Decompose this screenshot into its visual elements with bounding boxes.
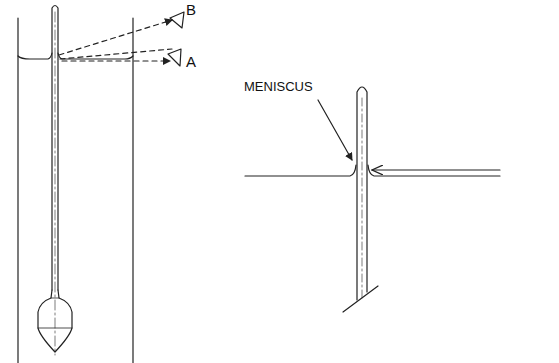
bulb-line bbox=[38, 328, 72, 329]
hydrometer-bulb bbox=[38, 290, 72, 352]
liquid-surface bbox=[368, 165, 500, 176]
eye-symbol bbox=[168, 49, 181, 66]
sight-line bbox=[62, 60, 170, 61]
center-line bbox=[362, 98, 363, 300]
leader-line bbox=[318, 100, 352, 160]
sight-line bbox=[59, 20, 172, 55]
part-label: MENISCUS bbox=[244, 80, 313, 93]
center-line bbox=[55, 12, 56, 355]
cylinder-wall bbox=[132, 18, 133, 363]
sight-line bbox=[60, 49, 172, 59]
liquid-surface bbox=[18, 53, 52, 59]
break-line bbox=[343, 286, 378, 312]
cylinder-wall bbox=[17, 18, 18, 363]
detail-stem bbox=[357, 87, 367, 300]
eye-label: B bbox=[186, 2, 196, 17]
reading-arrow bbox=[372, 169, 500, 170]
bulb-line bbox=[51, 298, 59, 299]
eye-label: A bbox=[186, 54, 196, 69]
eye-symbol bbox=[170, 12, 184, 28]
liquid-surface bbox=[245, 165, 356, 176]
